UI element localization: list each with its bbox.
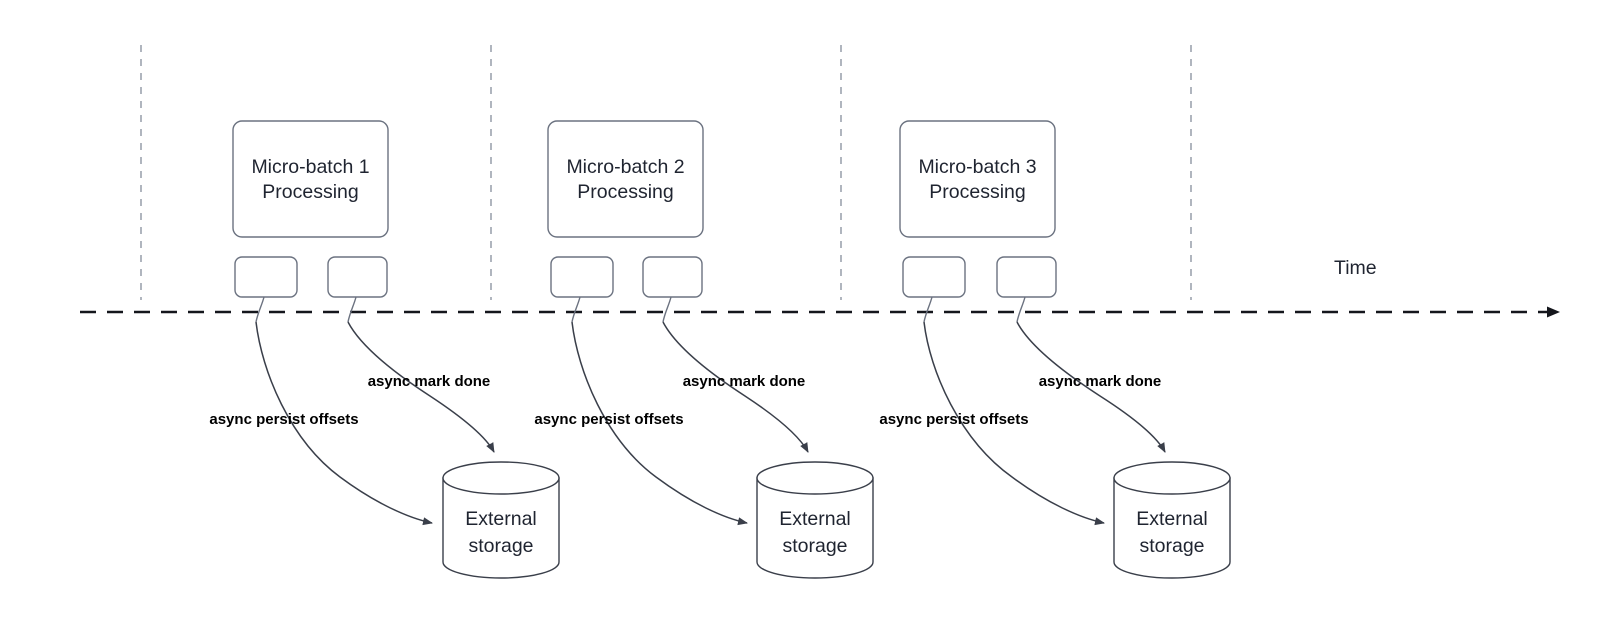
external-storage-label-1-line1: External [465,508,537,530]
external-storage-cylinder-2[interactable] [756,461,874,579]
edge-async-mark-done-2 [662,321,809,453]
micro-batch-box-1[interactable] [232,120,389,238]
edge-label-async-mark-done-1: async mark done [368,373,491,390]
external-storage-cylinder-1[interactable] [442,461,560,579]
event-marker-box-1b[interactable] [327,256,388,298]
external-storage-label-2-line2: storage [782,535,847,557]
micro-batch-label-2-line2: Processing [577,181,673,203]
event-marker-box-1a[interactable] [234,256,298,298]
group-3: Micro-batch 3 Processing async persist o… [879,120,1231,579]
edge-async-persist-offsets-3 [923,321,1105,526]
external-storage-label-2-line1: External [779,508,851,530]
marker-stem-2a [571,296,581,323]
marker-stem-3a [923,296,933,323]
micro-batch-label-1-line1: Micro-batch 1 [251,156,369,178]
time-axis-label: Time [1334,257,1377,279]
edge-async-mark-done-3 [1016,321,1166,453]
micro-batch-label-3-line2: Processing [929,181,1025,203]
edge-label-async-persist-offsets-2: async persist offsets [534,411,683,428]
edge-label-async-mark-done-2: async mark done [683,373,806,390]
event-marker-box-3b[interactable] [996,256,1057,298]
group-1: Micro-batch 1 Processing async persist o… [209,120,560,579]
event-marker-box-3a[interactable] [902,256,966,298]
event-marker-box-2b[interactable] [642,256,703,298]
edge-label-async-mark-done-3: async mark done [1039,373,1162,390]
group-2: Micro-batch 2 Processing async persist o… [534,120,874,579]
external-storage-label-3-line1: External [1136,508,1208,530]
micro-batch-box-3[interactable] [899,120,1056,238]
edge-label-async-persist-offsets-1: async persist offsets [209,411,358,428]
marker-stem-1b [347,296,357,323]
edge-async-mark-done-1 [347,321,495,453]
external-storage-label-3-line2: storage [1139,535,1204,557]
edge-async-persist-offsets-1 [255,321,433,526]
edge-async-persist-offsets-2 [571,321,748,526]
marker-stem-3b [1016,296,1026,323]
external-storage-cylinder-3[interactable] [1113,461,1231,579]
micro-batch-label-3-line1: Micro-batch 3 [918,156,1036,178]
marker-stem-2b [662,296,672,323]
event-marker-box-2a[interactable] [550,256,614,298]
micro-batch-box-2[interactable] [547,120,704,238]
external-storage-label-1-line2: storage [468,535,533,557]
micro-batch-label-1-line2: Processing [262,181,358,203]
micro-batch-label-2-line1: Micro-batch 2 [566,156,684,178]
batch-boundary-lines [140,45,1192,300]
marker-stem-1a [255,296,265,323]
edge-label-async-persist-offsets-3: async persist offsets [879,411,1028,428]
